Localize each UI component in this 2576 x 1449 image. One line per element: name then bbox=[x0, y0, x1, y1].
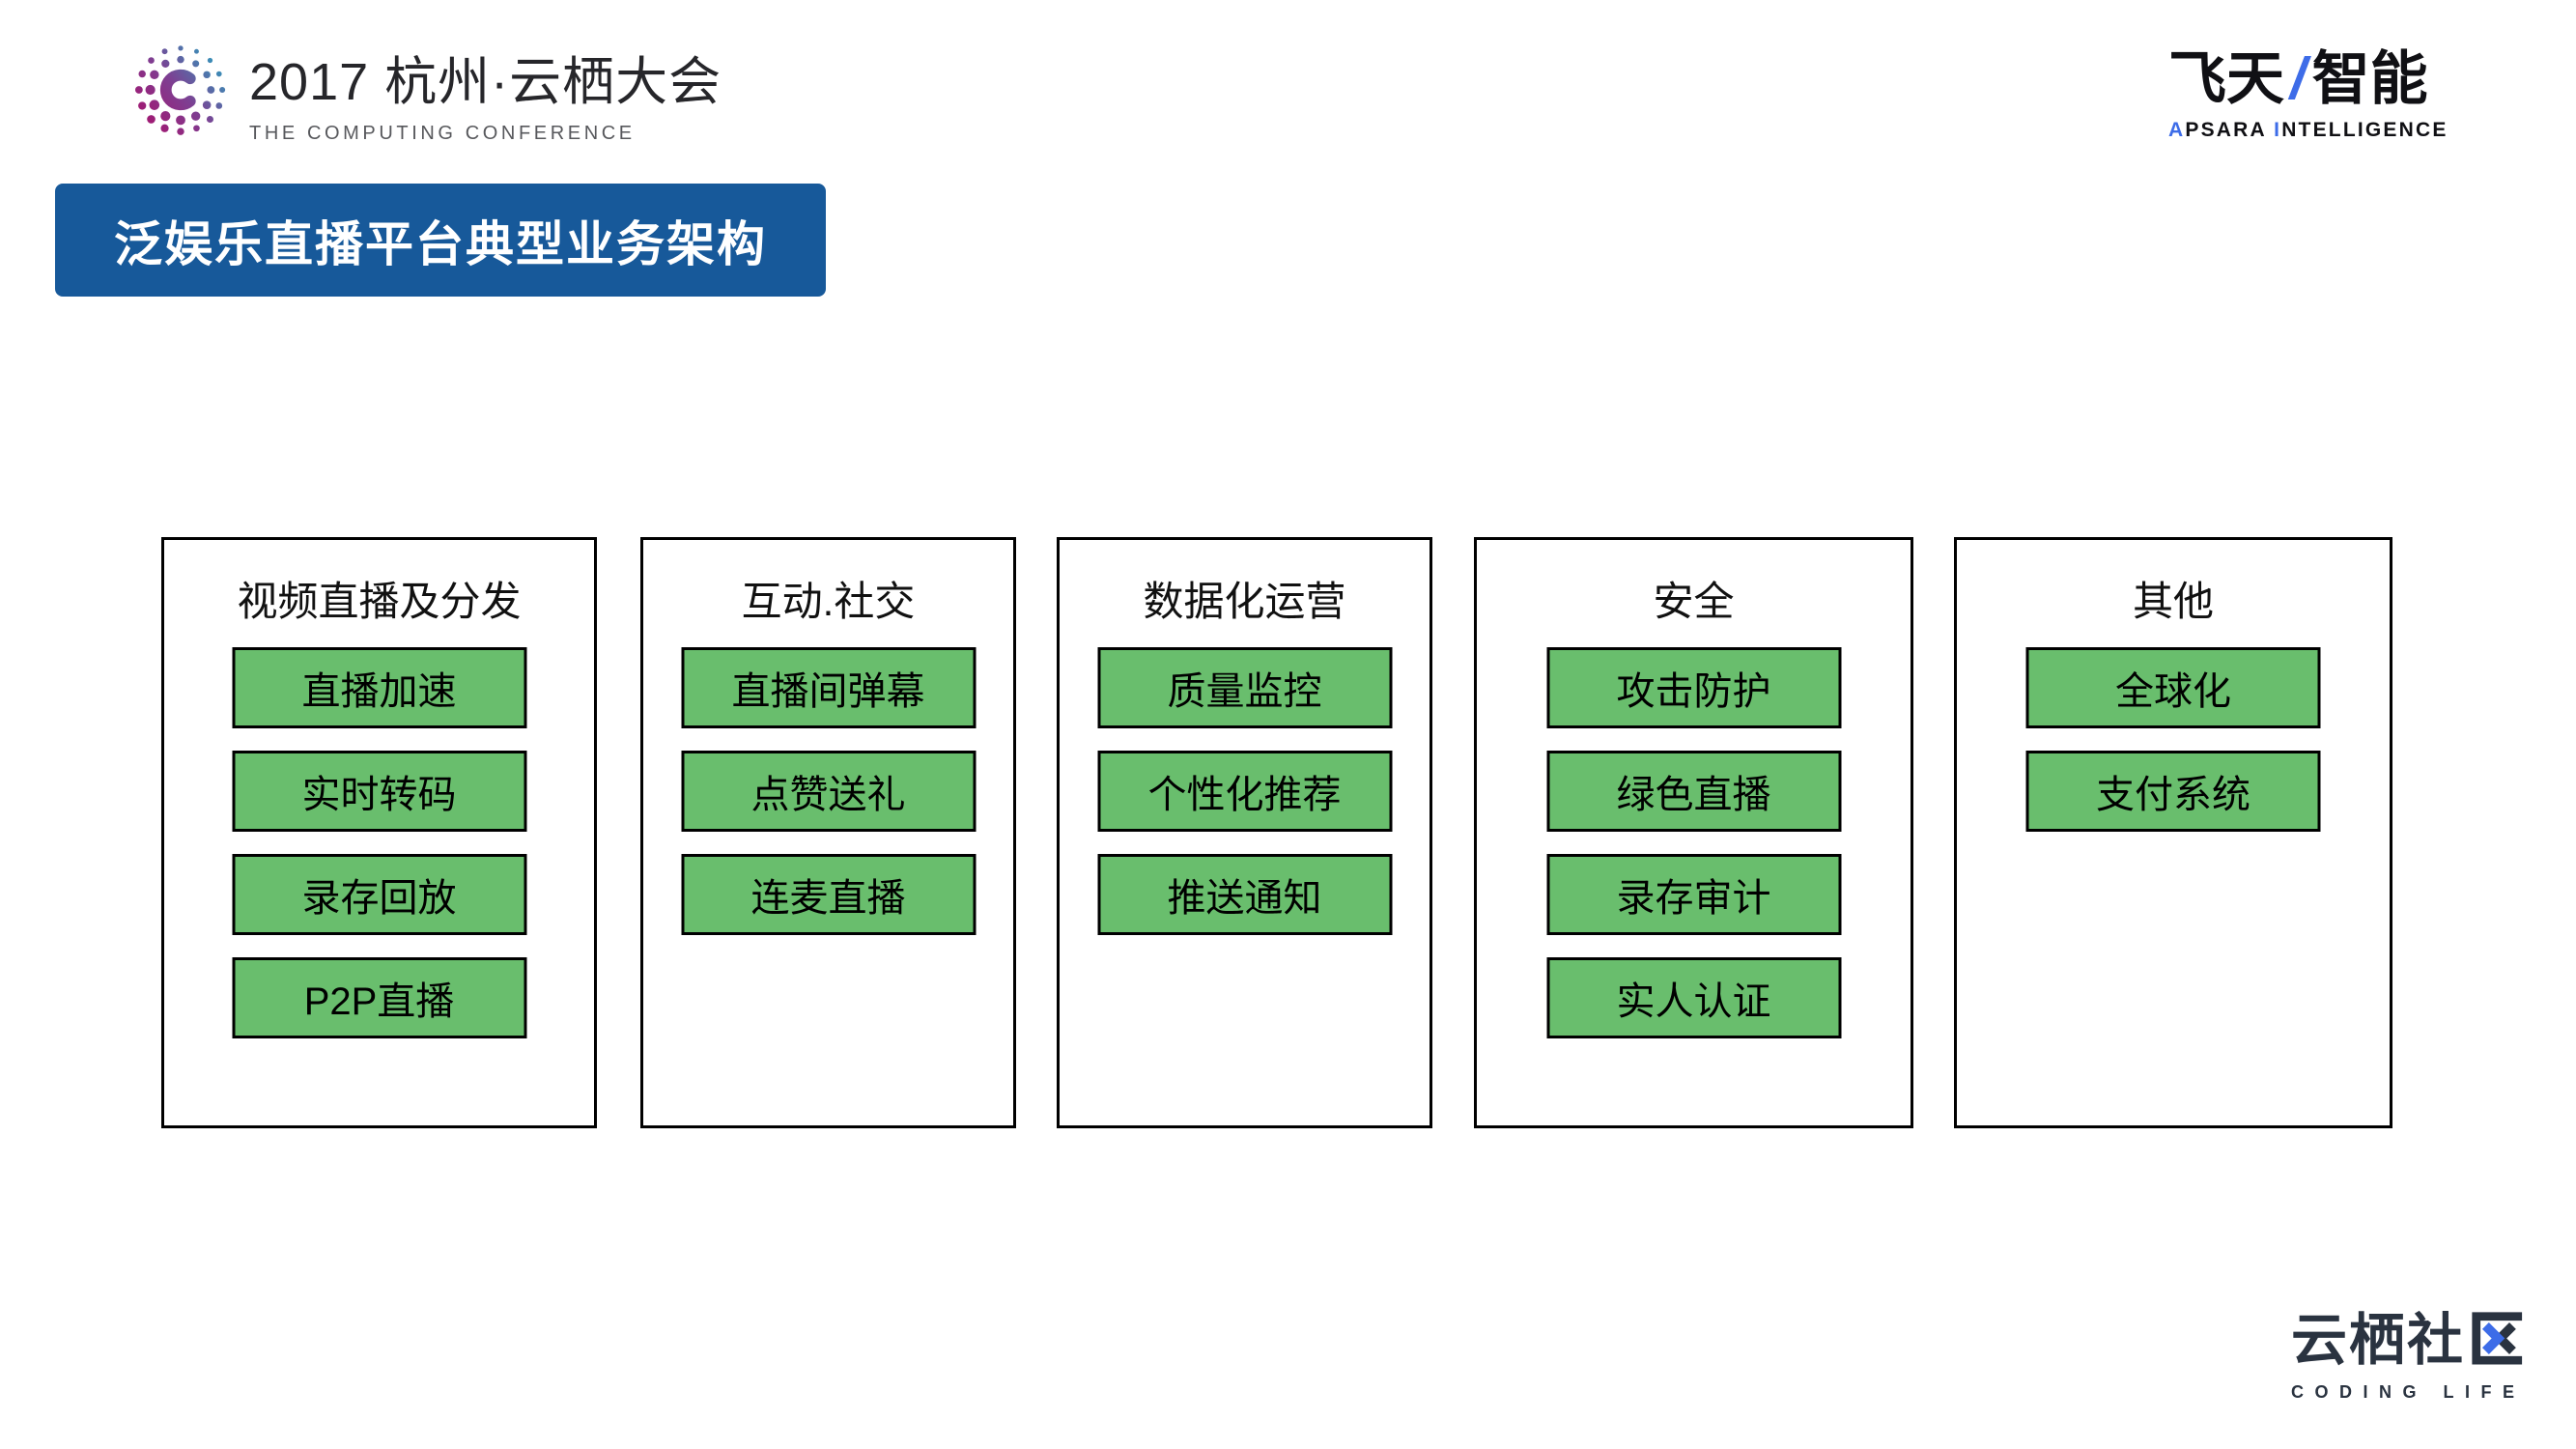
yunqi-community-wordmark: 云栖社 bbox=[2291, 1310, 2526, 1371]
service-box: 录存回放 bbox=[232, 854, 526, 935]
column-title: 安全 bbox=[1653, 579, 1735, 624]
service-box: 质量监控 bbox=[1097, 647, 1392, 728]
yunqi-community-en: CODING LIFE bbox=[2291, 1382, 2526, 1402]
yunqi-community-cn: 云栖社 bbox=[2291, 1308, 2466, 1372]
column-title: 其他 bbox=[2132, 579, 2214, 624]
column-title: 互动.社交 bbox=[741, 579, 916, 624]
apsara-cn-wordmark: 飞天/智能 bbox=[2168, 50, 2449, 108]
yunqi-community-logo: 云栖社 CODING LIFE bbox=[2291, 1310, 2526, 1403]
conference-logo bbox=[133, 43, 228, 142]
service-box: 点赞送礼 bbox=[681, 751, 976, 832]
column-security: 安全 攻击防护 绿色直播 录存审计 实人认证 bbox=[1474, 537, 1913, 1128]
column-title: 视频直播及分发 bbox=[237, 579, 522, 624]
service-box: 全球化 bbox=[2025, 647, 2321, 728]
service-box: 直播加速 bbox=[232, 647, 526, 728]
service-box: 攻击防护 bbox=[1546, 647, 1841, 728]
apsara-en-ntelligence: NTELLIGENCE bbox=[2281, 119, 2449, 141]
apsara-en-wordmark: APSARA INTELLIGENCE bbox=[2168, 119, 2449, 142]
conference-subtitle: THE COMPUTING CONFERENCE bbox=[249, 123, 636, 144]
slide-title: 泛娱乐直播平台典型业务架构 bbox=[114, 216, 767, 271]
column-video-live: 视频直播及分发 直播加速 实时转码 录存回放 P2P直播 bbox=[161, 537, 597, 1128]
apsara-slash-icon: / bbox=[2290, 46, 2307, 111]
service-box: P2P直播 bbox=[232, 957, 526, 1038]
column-other: 其他 全球化 支付系统 bbox=[1954, 537, 2392, 1128]
column-data-operations: 数据化运营 质量监控 个性化推荐 推送通知 bbox=[1057, 537, 1432, 1128]
service-box: 连麦直播 bbox=[681, 854, 976, 935]
conference-wordmark: 2017 杭州·云栖大会 THE COMPUTING CONFERENCE bbox=[249, 56, 722, 145]
apsara-en-psara: PSARA bbox=[2185, 119, 2275, 141]
service-box: 绿色直播 bbox=[1546, 751, 1841, 832]
service-box: 实人认证 bbox=[1546, 957, 1841, 1038]
apsara-cn-left: 飞天 bbox=[2168, 46, 2284, 111]
conference-title: 2017 杭州·云栖大会 bbox=[249, 53, 722, 111]
apsara-en-i: I bbox=[2274, 119, 2282, 141]
service-box: 录存审计 bbox=[1546, 854, 1841, 935]
service-box: 支付系统 bbox=[2025, 751, 2321, 832]
column-title: 数据化运营 bbox=[1143, 579, 1346, 624]
qu-stylized-icon bbox=[2469, 1310, 2525, 1371]
service-box: 实时转码 bbox=[232, 751, 526, 832]
apsara-cn-right: 智能 bbox=[2311, 46, 2428, 111]
slide-title-bar: 泛娱乐直播平台典型业务架构 bbox=[55, 184, 826, 297]
service-box: 个性化推荐 bbox=[1097, 751, 1392, 832]
service-box: 推送通知 bbox=[1097, 854, 1392, 935]
service-box: 直播间弹幕 bbox=[681, 647, 976, 728]
apsara-en-a: A bbox=[2168, 119, 2186, 141]
column-interaction-social: 互动.社交 直播间弹幕 点赞送礼 连麦直播 bbox=[640, 537, 1016, 1128]
dotted-globe-icon bbox=[133, 45, 228, 141]
apsara-logo: 飞天/智能 APSARA INTELLIGENCE bbox=[2168, 50, 2449, 142]
